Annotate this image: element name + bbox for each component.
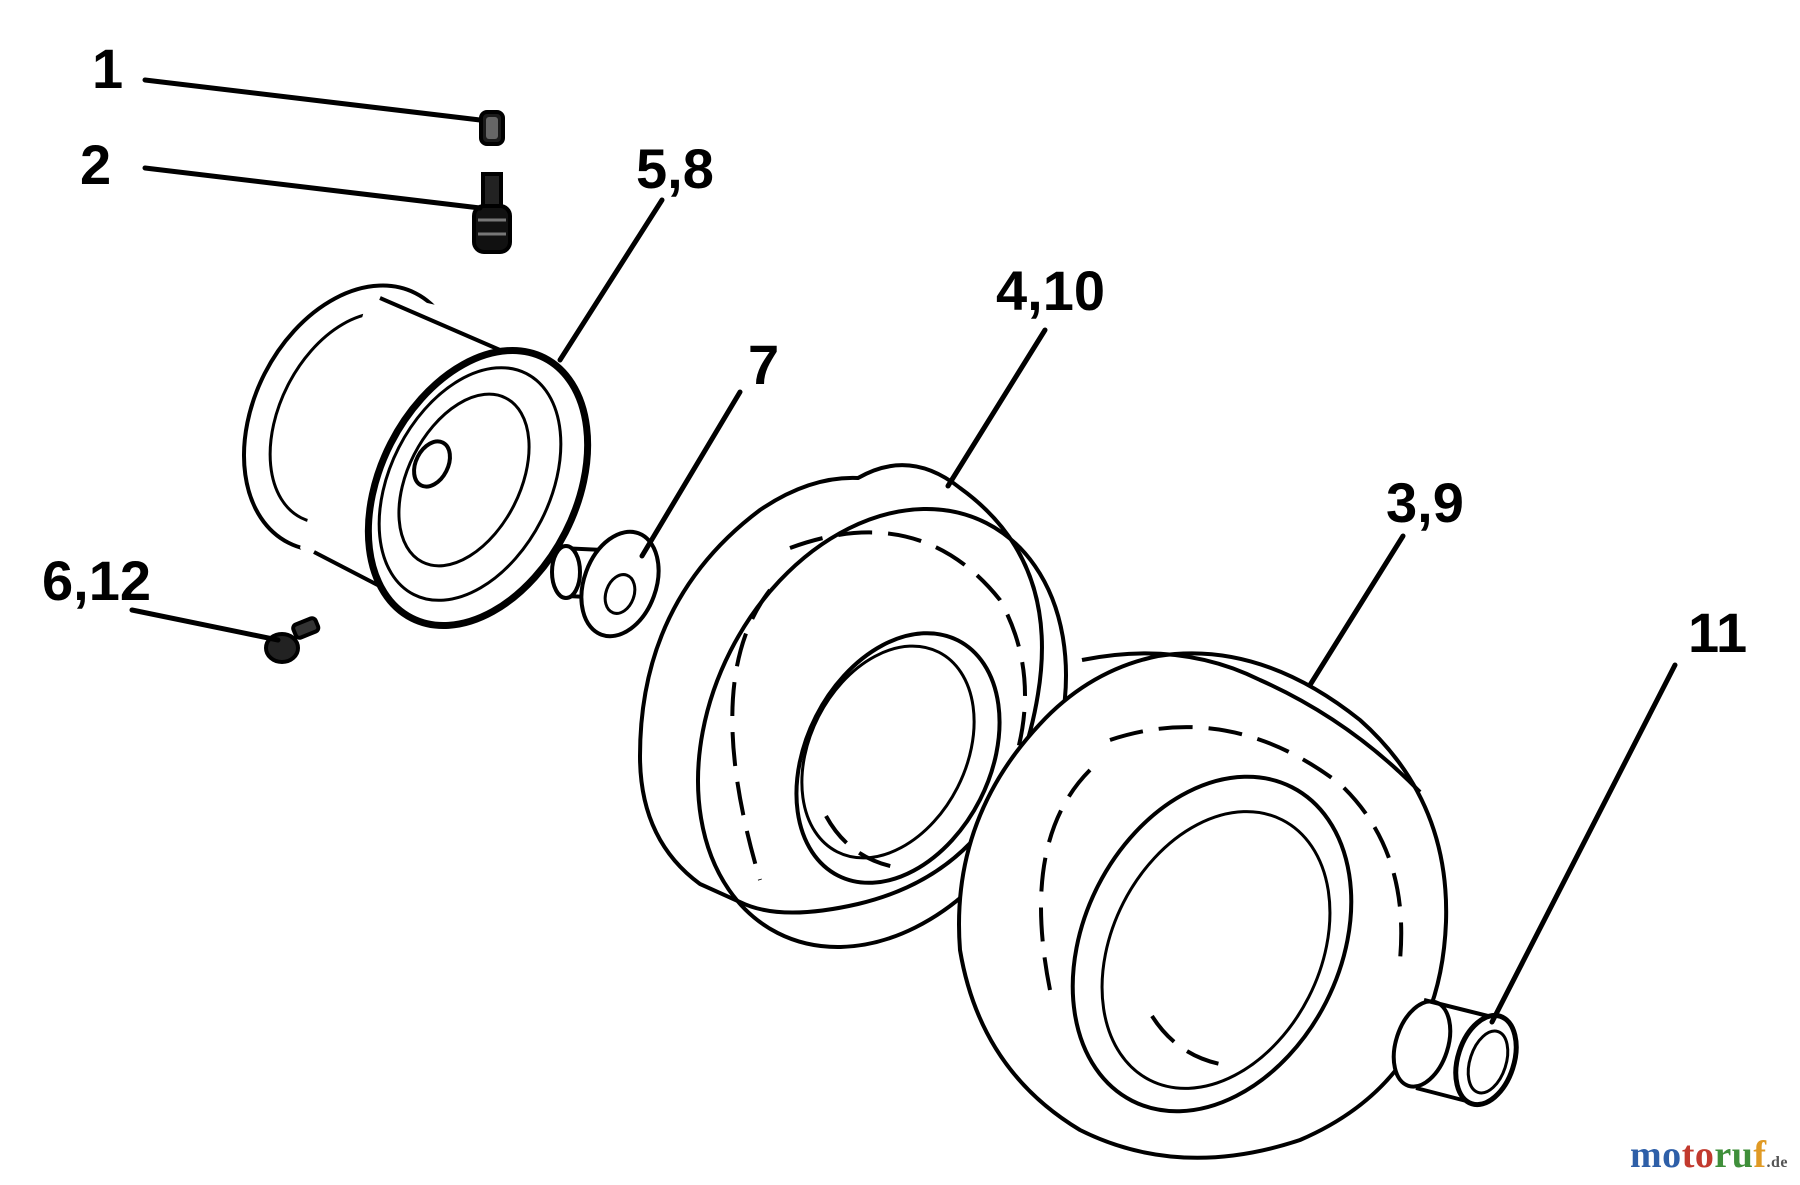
leader-line-11	[1489, 662, 1678, 1025]
valve-cap-part	[479, 110, 505, 146]
tire-inner-part	[637, 463, 1068, 949]
callout-label-6-12: 6,12	[42, 549, 151, 612]
callout-label-1: 1	[92, 37, 123, 100]
leader-line-6-12	[129, 607, 281, 643]
leader-line-1	[142, 77, 483, 123]
leader-line-4-10	[945, 327, 1048, 489]
tire-outer-part	[957, 651, 1449, 1160]
callout-label-3-9: 3,9	[1386, 471, 1464, 534]
callout-label-4-10: 4,10	[996, 259, 1105, 322]
watermark-logo: motoruf.de	[1630, 1134, 1788, 1176]
callout-label-11: 11	[1688, 601, 1747, 664]
callout-label-2: 2	[80, 133, 111, 196]
leader-line-5-8	[557, 197, 665, 363]
bushing-part	[550, 529, 661, 639]
callout-label-5-8: 5,8	[636, 137, 714, 200]
leader-line-3-9	[1307, 533, 1406, 688]
hub-cap-part	[1391, 998, 1519, 1108]
callout-label-7: 7	[748, 333, 779, 396]
leader-line-7	[639, 389, 743, 559]
wheel-rim-part	[241, 283, 592, 629]
leader-line-2	[142, 165, 483, 211]
valve-stem-part	[472, 172, 512, 254]
